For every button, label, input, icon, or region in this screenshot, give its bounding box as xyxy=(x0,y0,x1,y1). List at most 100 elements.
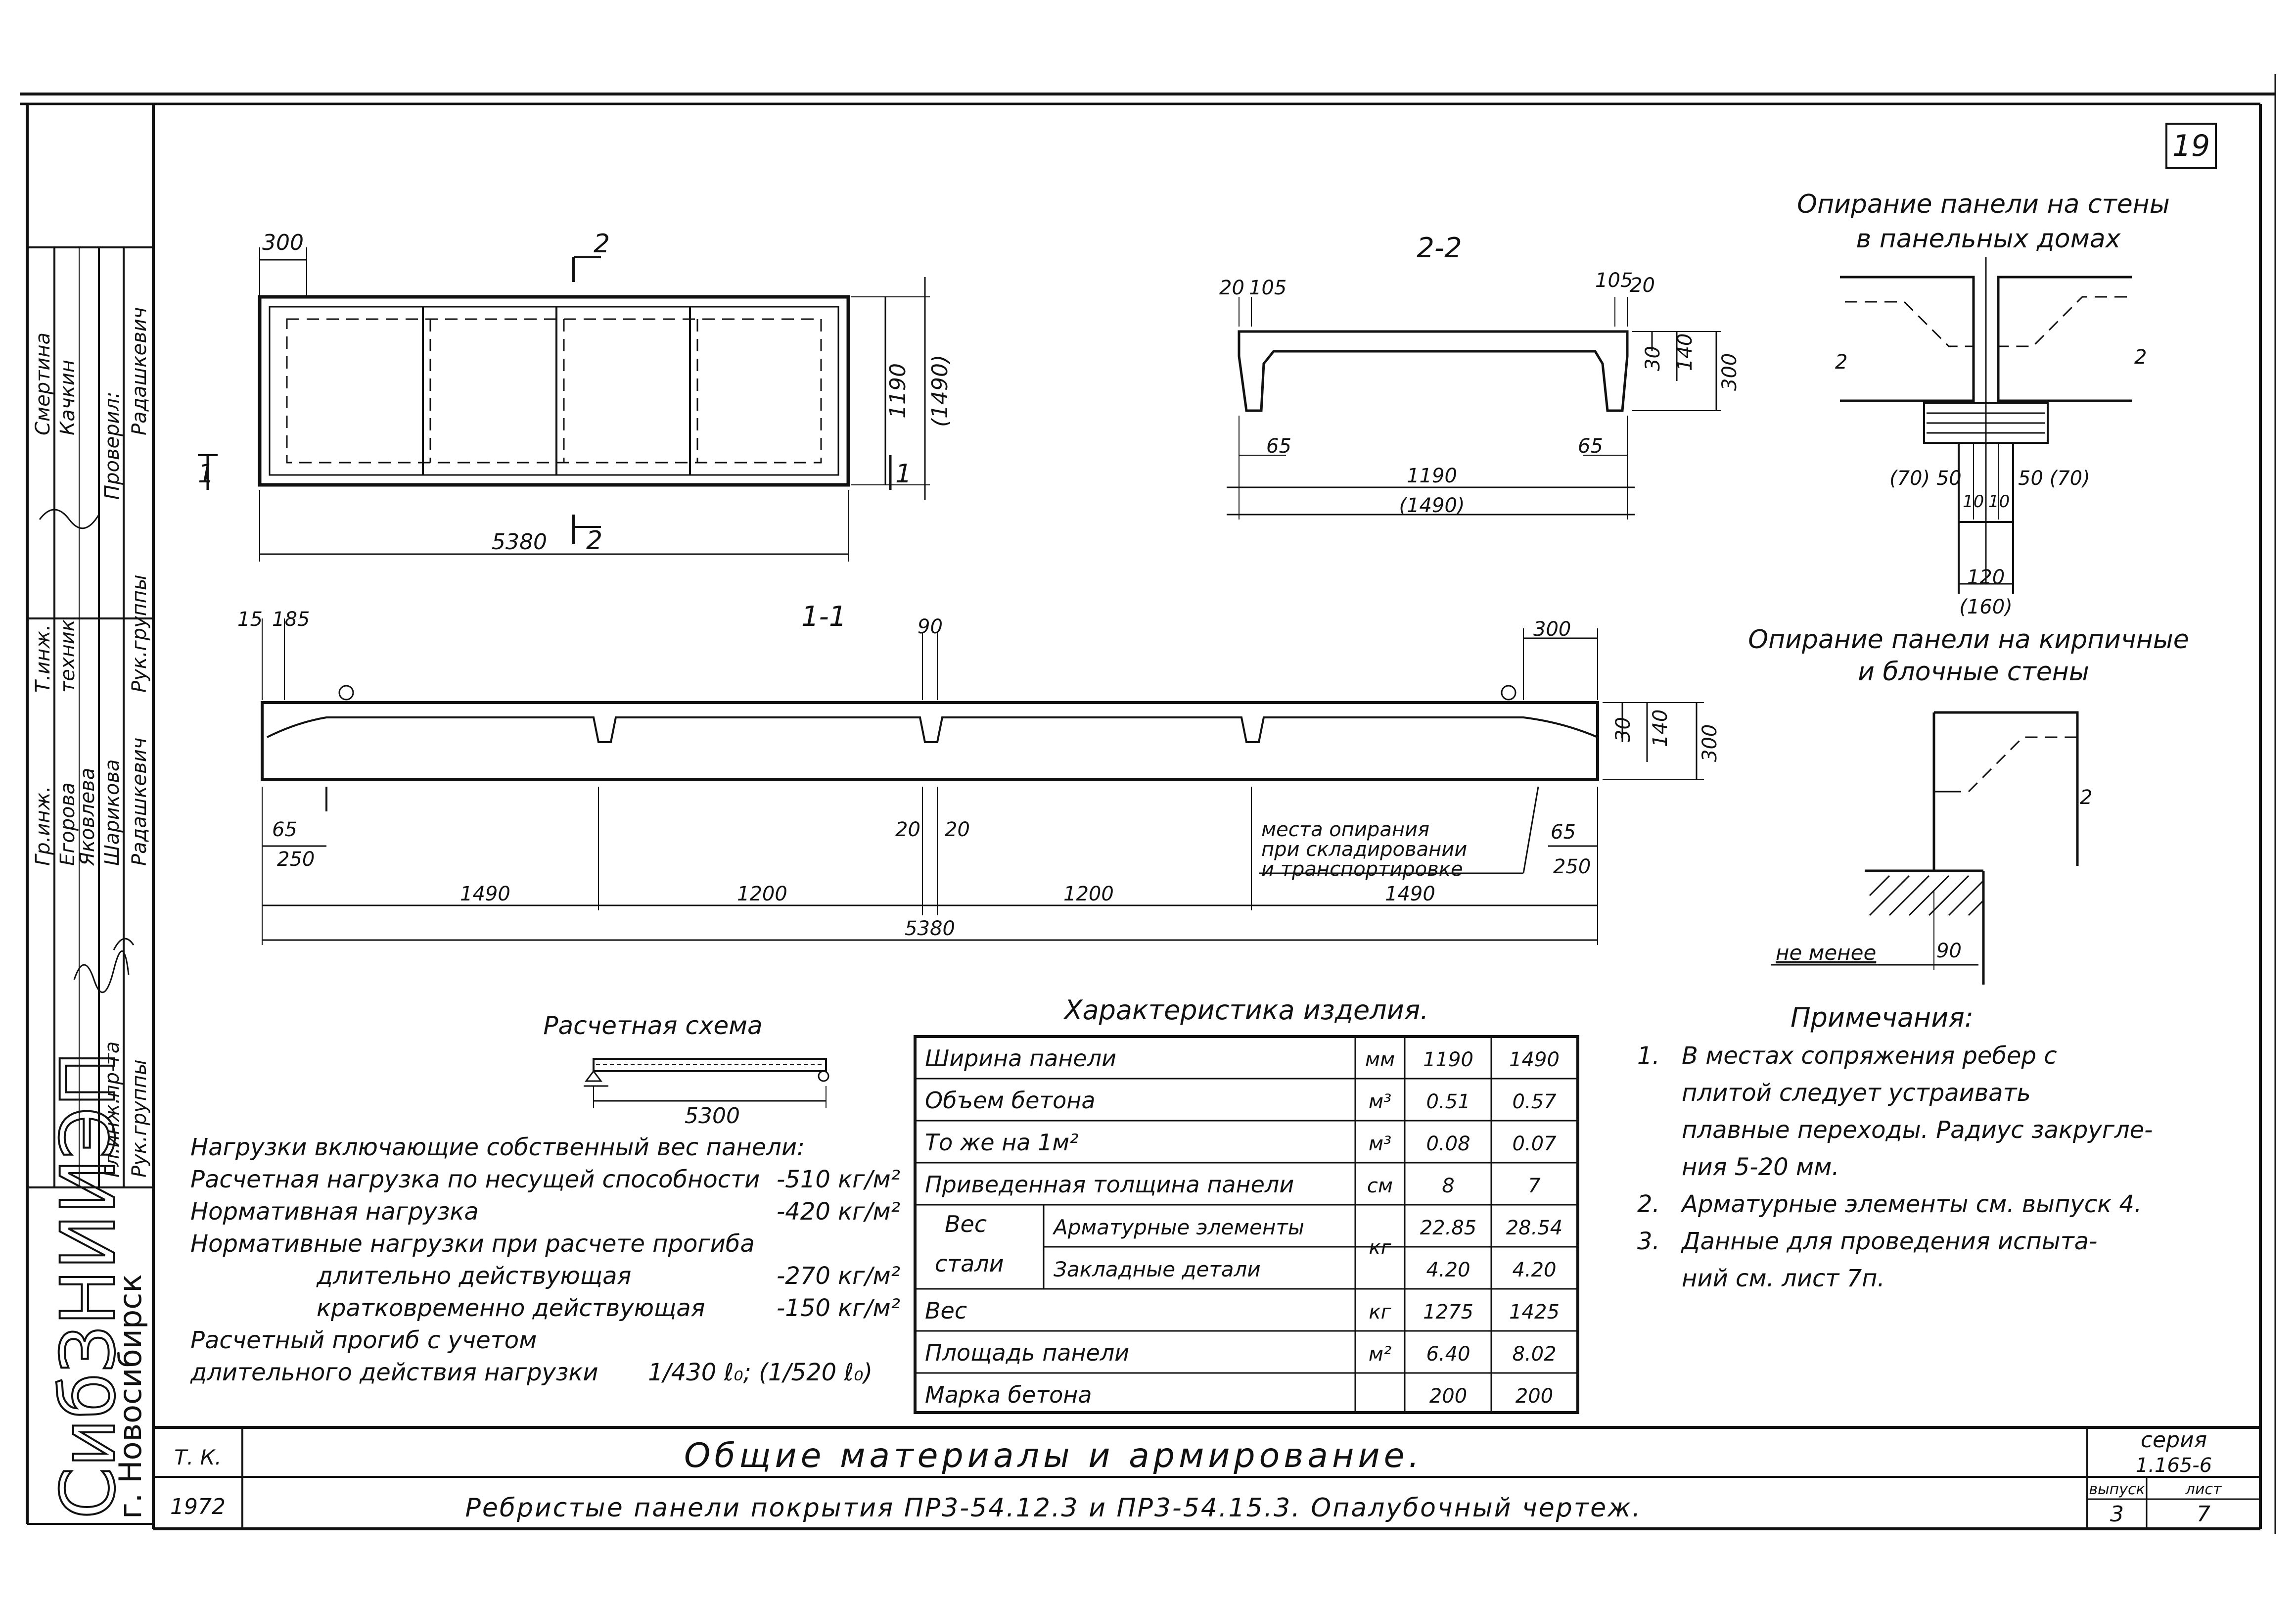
load-value: -420 кг/м² xyxy=(777,1198,900,1226)
support-wall-subtitle: в панельных домах xyxy=(1856,224,2121,254)
issue-label: выпуск xyxy=(2089,1481,2145,1498)
s22-dim-1490: (1490) xyxy=(1399,494,1465,517)
char-name: Вес xyxy=(925,1297,967,1324)
char-unit: м³ xyxy=(1369,1090,1391,1113)
signer-name: Радашкевич xyxy=(128,307,151,435)
signature-block xyxy=(27,246,153,1188)
char-v2: 200 xyxy=(1515,1385,1553,1408)
section-1-1-title: 1-1 xyxy=(801,601,846,633)
min-value: 90 xyxy=(1936,940,1962,962)
char-unit: мм xyxy=(1365,1048,1395,1071)
s11-dim: 90 xyxy=(918,615,943,638)
support-wall-dim: 10 xyxy=(1963,492,1984,512)
char-unit: м² xyxy=(1369,1343,1391,1366)
signer-role: техник xyxy=(56,619,79,693)
note-number: 3. xyxy=(1637,1228,1660,1255)
section-mark-2-top: 2 xyxy=(594,229,610,259)
load-value: 1/430 ℓ₀; (1/520 ℓ₀) xyxy=(648,1359,872,1386)
plan-dim-length: 5380 xyxy=(492,529,547,555)
support-note-line: места опирания xyxy=(1261,818,1429,841)
s22-dim: 300 xyxy=(1718,353,1741,391)
s11-total: 5380 xyxy=(905,917,955,940)
s22-dim: 140 xyxy=(1674,333,1697,371)
signature-scribbles xyxy=(39,509,135,993)
calc-scheme-span: 5300 xyxy=(685,1103,740,1129)
signer-name: Смертина xyxy=(32,332,54,435)
support-wall-title: Опирание панели на стены xyxy=(1797,189,2170,219)
plan-dim-width: 1190 xyxy=(885,363,911,419)
load-line: длительно действующая xyxy=(316,1262,631,1290)
issue-value: 3 xyxy=(2110,1502,2124,1527)
plan-view xyxy=(198,247,930,562)
char-v1: 1275 xyxy=(1423,1301,1473,1323)
char-steel-group: стали xyxy=(935,1250,1004,1277)
char-name: Приведенная толщина панели xyxy=(925,1171,1294,1198)
load-line: Нормативные нагрузки при расчете прогиба xyxy=(190,1230,755,1258)
section-mark-1-left: 1 xyxy=(198,459,214,489)
char-name: Объем бетона xyxy=(925,1087,1096,1114)
load-line: кратковременно действующая xyxy=(317,1294,705,1322)
char-v2: 1425 xyxy=(1509,1301,1560,1323)
signer-name: Яковлева xyxy=(76,768,99,866)
char-v2: 0.07 xyxy=(1512,1133,1557,1155)
s11-dim: 185 xyxy=(272,608,310,631)
note-line: Данные для проведения испыта- xyxy=(1681,1228,2097,1255)
signer-role: Гл.инж.пр-та xyxy=(101,1041,124,1178)
load-line: длительного действия нагрузки xyxy=(190,1359,598,1386)
s11-dim: 30 xyxy=(1612,717,1635,742)
note-line: плавные переходы. Радиус закругле- xyxy=(1682,1116,2153,1144)
sheet-frame xyxy=(20,74,2276,1534)
signer-role: Рук.группы xyxy=(128,1059,151,1178)
note-line: ний см. лист 7п. xyxy=(1682,1265,1885,1292)
title-sub: Ребристые панели покрытия ПР3-54.12.3 и … xyxy=(465,1493,1642,1523)
note-number: 1. xyxy=(1637,1042,1660,1070)
support-note-line: и транспортировке xyxy=(1261,858,1463,881)
load-line: Расчетная нагрузка по несущей способност… xyxy=(190,1166,760,1193)
s22-dim: 105 xyxy=(1595,269,1633,292)
support-brick-subtitle: и блочные стены xyxy=(1858,657,2089,687)
char-name: Марка бетона xyxy=(925,1381,1092,1408)
s11-dim: 250 xyxy=(277,848,315,871)
char-v1: 8 xyxy=(1442,1175,1454,1197)
char-v1: 0.08 xyxy=(1426,1133,1470,1155)
s22-dim: 20 xyxy=(1219,277,1244,299)
section-2-2-title: 2-2 xyxy=(1417,232,1462,264)
loads-block: Нагрузки включающие собственный вес пане… xyxy=(190,1134,900,1386)
s11-dim: 65 xyxy=(272,818,297,841)
support-wall-dim: (160) xyxy=(1959,596,2013,618)
char-v2: 8.02 xyxy=(1512,1343,1556,1366)
characteristics-title: Характеристика изделия. xyxy=(1063,994,1429,1026)
signer-role: Гр.инж. xyxy=(32,786,54,866)
s11-dim: 65 xyxy=(1551,821,1576,844)
signer-name: Егорова xyxy=(56,782,79,866)
char-v2: 1490 xyxy=(1509,1048,1560,1071)
char-unit: кг xyxy=(1369,1301,1391,1323)
s11-span: 1490 xyxy=(460,883,510,905)
support-brick-detail xyxy=(1771,711,2079,985)
s11-span: 1200 xyxy=(737,883,787,905)
section-2-2 xyxy=(1227,297,1721,520)
support-wall-dim: (70) 50 xyxy=(1889,467,1962,490)
char-v1: 200 xyxy=(1429,1385,1467,1408)
s11-dim: 15 xyxy=(237,608,263,631)
signer-name: Шарикова xyxy=(101,759,124,866)
load-value: -270 кг/м² xyxy=(777,1262,900,1290)
char-name: Ширина панели xyxy=(925,1045,1116,1072)
s11-span: 1490 xyxy=(1385,883,1435,905)
note-line: В местах сопряжения ребер с xyxy=(1682,1042,2057,1070)
s22-dim: 105 xyxy=(1249,277,1286,299)
series-label: серия xyxy=(2141,1427,2207,1453)
title-block xyxy=(153,1426,2260,1529)
support-wall-cut: 2 xyxy=(1835,351,1847,374)
plan-dim-300: 300 xyxy=(262,230,304,255)
s22-dim: 30 xyxy=(1642,346,1664,371)
signer-role: Рук.группы xyxy=(128,574,151,693)
s11-span: 1200 xyxy=(1063,883,1114,905)
support-brick-cut: 2 xyxy=(2080,786,2092,809)
s22-dim-1190: 1190 xyxy=(1407,465,1457,487)
load-line: Нормативная нагрузка xyxy=(190,1198,479,1226)
char-v2: 7 xyxy=(1528,1175,1541,1197)
char-v1: 4.20 xyxy=(1426,1259,1470,1281)
sheet-label: лист xyxy=(2185,1481,2222,1498)
